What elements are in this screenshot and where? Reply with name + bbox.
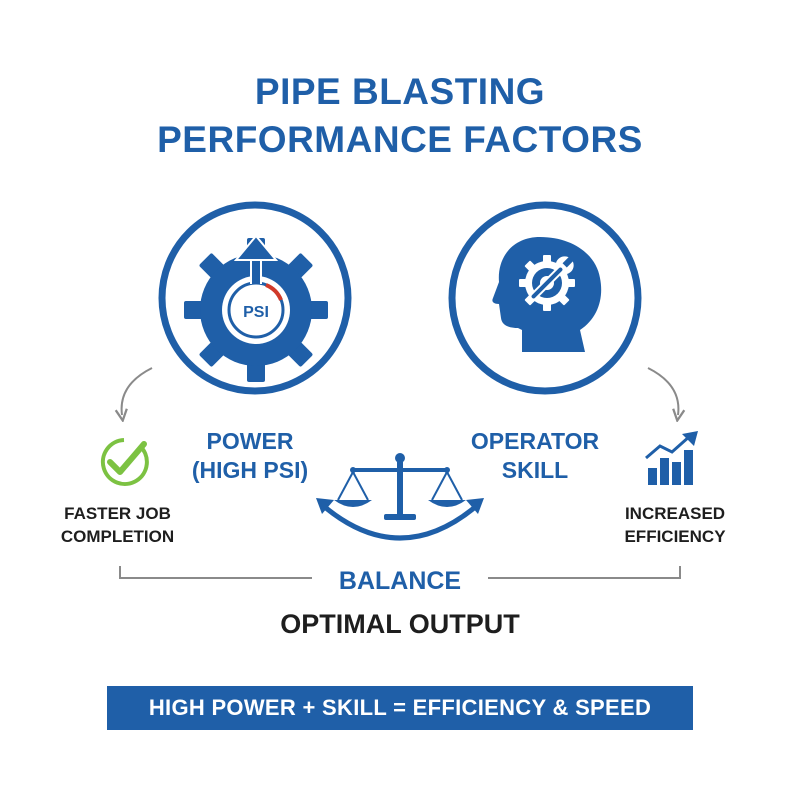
efficiency-label-line-1: INCREASED (624, 504, 726, 523)
equation-banner: HIGH POWER + SKILL = EFFICIENCY & SPEED (107, 686, 693, 730)
bar-chart-up-icon (645, 431, 698, 485)
balance-bracket (119, 566, 681, 579)
right-connector-arrow (647, 367, 678, 415)
skill-label-line-2: SKILL (501, 456, 569, 483)
optimal-output-label: OPTIMAL OUTPUT (280, 609, 520, 639)
checkmark-icon (100, 438, 149, 486)
power-label: POWER (HIGH PSI) (180, 427, 320, 485)
faster-label-line-1: FASTER JOB (64, 504, 171, 523)
title-line-2: PERFORMANCE FACTORS (157, 119, 643, 160)
efficiency-label-line-2: EFFICIENCY (624, 526, 726, 546)
title-line-1: PIPE BLASTING (254, 71, 546, 112)
skill-label: OPERATOR SKILL (465, 427, 605, 485)
balance-curve-arrow (316, 498, 484, 541)
increased-efficiency-label: INCREASED EFFICIENCY (605, 503, 745, 549)
power-label-line-1: POWER (206, 428, 294, 454)
faster-label-line-2: COMPLETION (60, 526, 175, 546)
equation-text: HIGH POWER + SKILL = EFFICIENCY & SPEED (148, 695, 652, 720)
gear-arrow-gauge-icon (184, 234, 328, 382)
balance-label: BALANCE (338, 567, 462, 595)
balance-scale-icon (334, 453, 466, 520)
left-connector-arrow (122, 367, 153, 415)
psi-gauge-text: PSI (243, 304, 269, 321)
head-gear-wrench-icon (492, 237, 602, 352)
faster-completion-label: FASTER JOB COMPLETION (40, 503, 195, 549)
skill-label-line-1: OPERATOR (470, 428, 600, 454)
power-label-line-2: (HIGH PSI) (191, 456, 309, 483)
